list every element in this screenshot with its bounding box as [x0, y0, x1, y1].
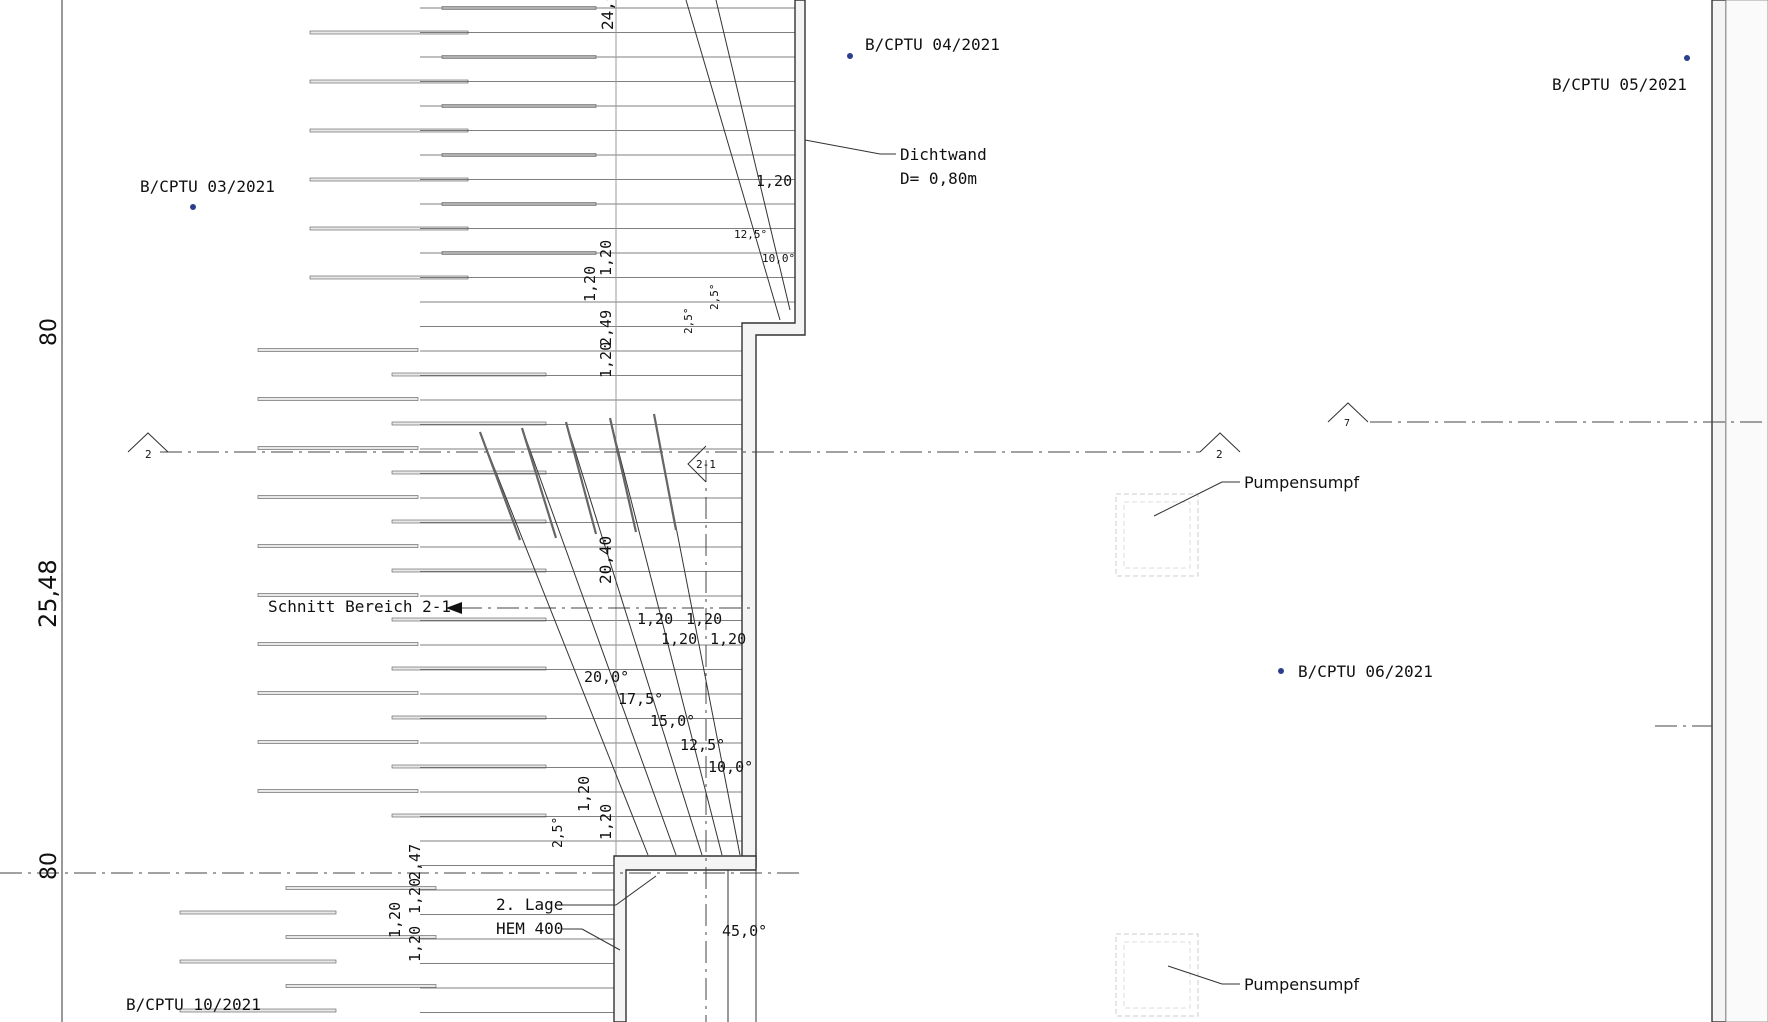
pump-sump-1	[1115, 493, 1199, 577]
anchor-bar	[257, 397, 419, 401]
dim-80-lower: 80	[37, 852, 62, 880]
inclined-anchors	[478, 0, 791, 856]
anchor-bar	[257, 446, 419, 450]
borehole-10-label: B/CPTU 10/2021	[126, 995, 261, 1014]
section-marker-7-icon	[1327, 402, 1369, 423]
beam-layer: 2. Lage	[496, 895, 563, 914]
anchor-bar	[257, 544, 419, 548]
borehole-05-label: B/CPTU 05/2021	[1552, 75, 1687, 94]
anchor-bar	[179, 959, 337, 964]
wall-leader-line	[804, 139, 881, 155]
angle-125-small: 12,5°	[734, 228, 767, 241]
wall-label: Dichtwand	[900, 145, 987, 164]
anchor-bar	[257, 691, 419, 695]
angle-200: 20,0°	[584, 668, 629, 686]
anchor-bar	[257, 348, 419, 352]
anchor-bar	[285, 984, 437, 988]
diaphragm-wall-upper	[741, 0, 806, 868]
pump-sump-label-1: Pumpensumpf	[1244, 473, 1359, 492]
angle-175: 17,5°	[618, 690, 663, 708]
borehole-05-dot	[1684, 55, 1690, 61]
anchor-bar	[257, 740, 419, 744]
section-marker-2-left: 2	[145, 448, 152, 461]
borehole-06-dot	[1278, 668, 1284, 674]
section-marker-7: 7	[1344, 418, 1350, 429]
dim-120-h2: 1,20	[686, 610, 722, 628]
angle-100: 10,0°	[708, 758, 753, 776]
dim-120-g: 1,20	[386, 902, 404, 938]
angle-150: 15,0°	[650, 712, 695, 730]
angle-25-upper-b: 2,5°	[682, 308, 695, 335]
dim-120-h3: 1,20	[661, 630, 697, 648]
borehole-06-label: B/CPTU 06/2021	[1298, 662, 1433, 681]
angle-25-upper-a: 2,5°	[708, 284, 721, 311]
wall-thickness: D= 0,80m	[900, 169, 977, 188]
dim-2548: 25,48	[34, 559, 62, 628]
section-label: Schnitt Bereich 2-1	[268, 597, 451, 616]
dim-80-upper: 80	[37, 318, 62, 346]
anchor-bar	[257, 642, 419, 646]
section-marker-2-right: 2	[1216, 448, 1223, 461]
dim-120-h: 1,20	[406, 926, 424, 962]
anchor-bar	[391, 666, 547, 671]
anchor-bar	[391, 372, 547, 377]
lower-wall-section	[613, 855, 757, 1022]
dim-120-d: 1,20	[575, 776, 593, 812]
anchor-bar	[391, 470, 547, 475]
anchor-bar	[391, 764, 547, 769]
angle-450: 45,0°	[722, 922, 767, 940]
anchor-rows-lower	[179, 348, 547, 1013]
pump-sump-2	[1115, 933, 1199, 1017]
section-arrow-icon	[446, 602, 462, 614]
dim-120-e: 1,20	[597, 804, 615, 840]
dim-120-top: 1,20	[756, 172, 792, 190]
section-marker-right-icon	[1199, 432, 1241, 453]
dim-2040: 20,40	[596, 536, 615, 584]
pump-sump-label-2: Pumpensumpf	[1244, 975, 1359, 994]
dim-249: 2,49	[597, 310, 615, 346]
anchor-bar	[391, 813, 547, 818]
dim-120-h4: 1,20	[710, 630, 746, 648]
anchor-bar	[257, 789, 419, 793]
borehole-04-dot	[847, 53, 853, 59]
anchor-bar	[179, 1008, 337, 1013]
anchor-bar	[257, 495, 419, 499]
dim-2400: 24,00	[598, 0, 617, 30]
dim-120-c: 1,20	[597, 342, 615, 378]
anchor-bar	[391, 519, 547, 524]
dim-247: 2,47	[406, 844, 424, 880]
anchor-bar	[391, 617, 547, 622]
dim-120-h1: 1,20	[637, 610, 673, 628]
anchor-bar	[285, 886, 437, 890]
dim-120-f: 1,20	[406, 878, 424, 914]
dim-120-a: 1,20	[597, 240, 615, 276]
anchor-rows-upper	[309, 6, 597, 280]
borehole-03-label: B/CPTU 03/2021	[140, 177, 275, 196]
dim-120-b: 1,20	[581, 266, 599, 302]
section-marker-21-icon	[687, 445, 707, 483]
angle-125: 12,5°	[680, 736, 725, 754]
section-marker-21: 2-1	[696, 458, 716, 471]
angle-100-small: 10,0°	[762, 252, 795, 265]
anchor-bar	[391, 568, 547, 573]
section-marker-left-icon	[127, 432, 169, 453]
anchor-bar	[285, 935, 437, 939]
anchor-bar	[391, 715, 547, 720]
borehole-04-label: B/CPTU 04/2021	[865, 35, 1000, 54]
anchor-bar	[391, 421, 547, 426]
right-wall	[1711, 0, 1768, 1022]
angle-25-lower: 2,5°	[551, 817, 566, 848]
borehole-03-dot	[190, 204, 196, 210]
anchor-bar	[179, 910, 337, 915]
beam-profile: HEM 400	[496, 919, 563, 938]
anchor-bar	[257, 593, 419, 597]
